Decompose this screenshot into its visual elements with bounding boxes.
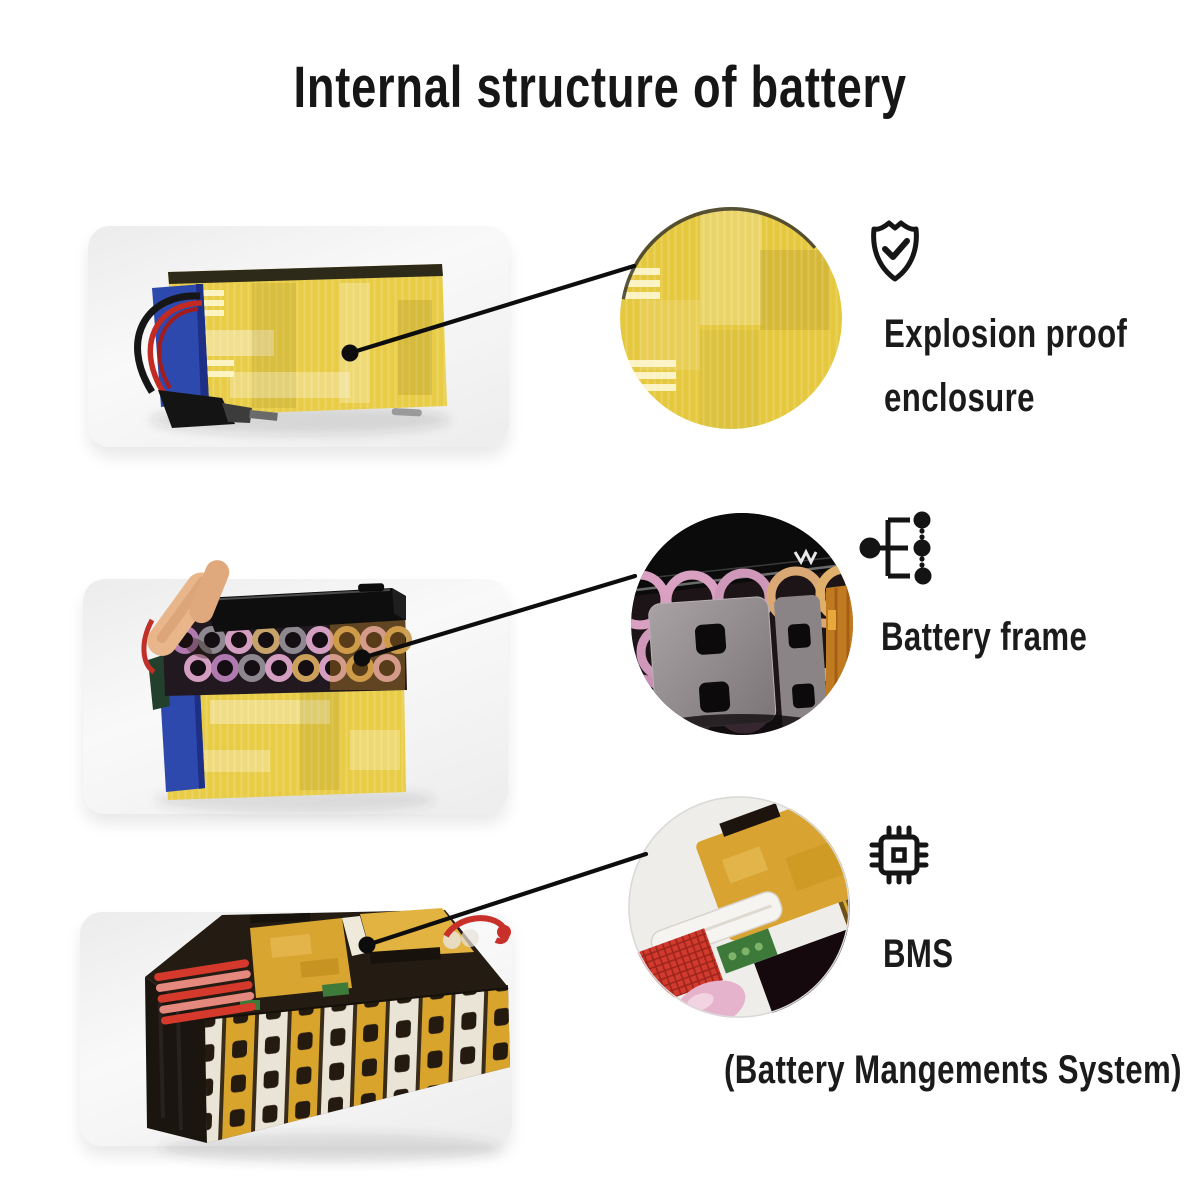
callout-line-bms [358, 851, 649, 954]
label-bms-subtitle: (Battery Mangements System) [724, 1048, 1182, 1092]
label-battery-frame: Battery frame [881, 615, 1088, 659]
hand [147, 560, 230, 659]
page-title-text: Internal structure of battery [293, 55, 907, 120]
black-wire [134, 292, 201, 394]
connector-plug [158, 390, 235, 428]
pack-lid [202, 588, 406, 632]
callout-circle-bms [628, 796, 850, 1018]
shield-check-icon [871, 220, 919, 282]
metal-frame-plate [648, 596, 777, 730]
blue-end-cap [160, 688, 205, 792]
label-line: enclosure [884, 376, 1035, 420]
red-wire [147, 300, 203, 394]
battery-pack-photo-sealed [134, 264, 450, 435]
callout-line-enclosure [341, 263, 637, 362]
label-line: Explosion proof [884, 312, 1128, 356]
callout-dot [341, 344, 359, 362]
callout-dot [353, 649, 371, 667]
chip-icon [869, 825, 929, 885]
battery-pack-photo-opened [141, 560, 435, 813]
callout-line-frame [353, 573, 638, 667]
battery-pack-photo-cells [145, 908, 511, 1163]
callout-dot [358, 936, 376, 954]
tree-structure-icon [859, 511, 932, 585]
page-title: Internal structure of battery [0, 54, 1200, 121]
callout-circle-frame [631, 513, 853, 735]
red-coil [154, 959, 256, 1025]
label-bms: BMS [883, 932, 954, 976]
label-explosion-proof-enclosure: Explosion proof enclosure [884, 302, 1127, 430]
callout-circle-enclosure [620, 207, 842, 429]
